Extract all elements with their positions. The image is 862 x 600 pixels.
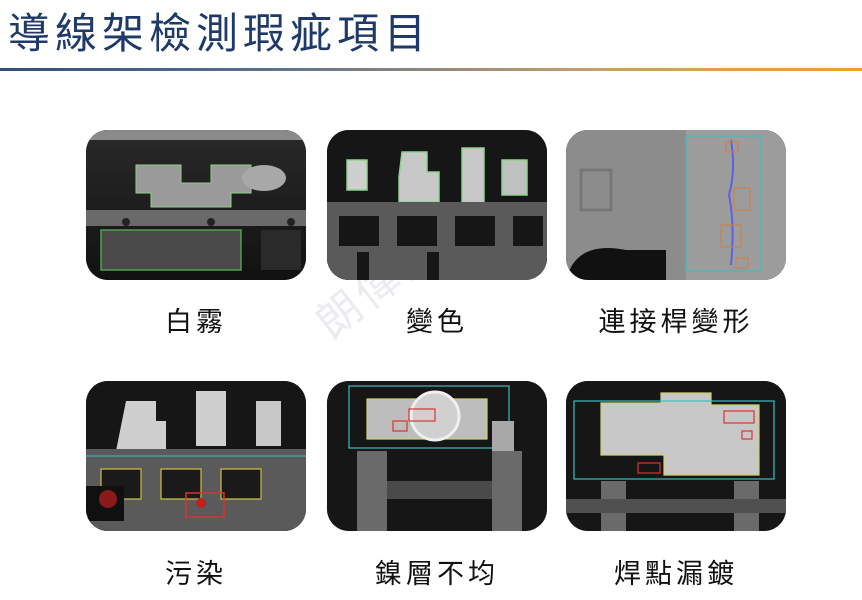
defect-image-discoloration [327, 130, 547, 280]
defect-image-weld-spot-missing-plating [566, 381, 786, 531]
defect-label-weld-spot-missing-plating: 焊點漏鍍 [614, 559, 738, 590]
defect-label-white-fog: 白霧 [165, 307, 227, 338]
defect-image-tie-bar-deformation [566, 130, 786, 280]
defect-label-discoloration: 變色 [406, 307, 468, 338]
defect-image-contamination [86, 381, 306, 531]
defect-label-nickel-unevenness: 鎳層不均 [375, 559, 499, 590]
defect-label-tie-bar-deformation: 連接桿變形 [598, 307, 754, 338]
defect-label-contamination: 污染 [165, 559, 227, 590]
slide-title: 導線架檢測瑕疵項目 [8, 9, 432, 58]
title-divider [0, 68, 862, 71]
defect-image-nickel-unevenness [327, 381, 547, 531]
defect-image-white-fog [86, 130, 306, 280]
